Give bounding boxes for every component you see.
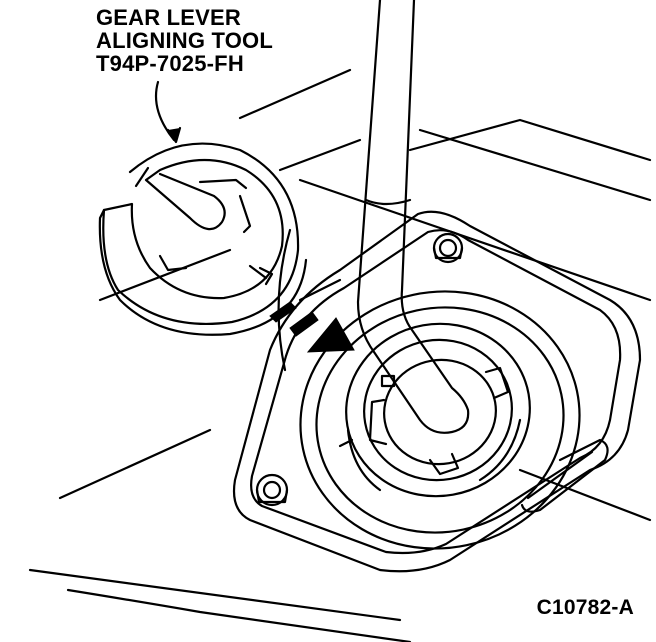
leader-arrow [156,82,180,142]
direction-arrow [270,302,354,352]
bolt-upper [434,234,462,262]
gear-shift-lever [358,0,468,433]
boot-retainer-ring [276,266,607,575]
shifter-mounting-plate [234,212,640,572]
callout-line-2: ALIGNING TOOL [96,28,273,53]
figure-id: C10782-A [536,596,634,619]
bolt-lower [257,475,287,505]
callout-line-1: GEAR LEVER [96,5,242,30]
callout-line-3: T94P-7025-FH [96,51,244,76]
aligning-tool [100,144,306,335]
tool-callout-label: GEAR LEVER ALIGNING TOOL T94P-7025-FH [96,6,273,75]
shifter-socket [332,309,543,510]
